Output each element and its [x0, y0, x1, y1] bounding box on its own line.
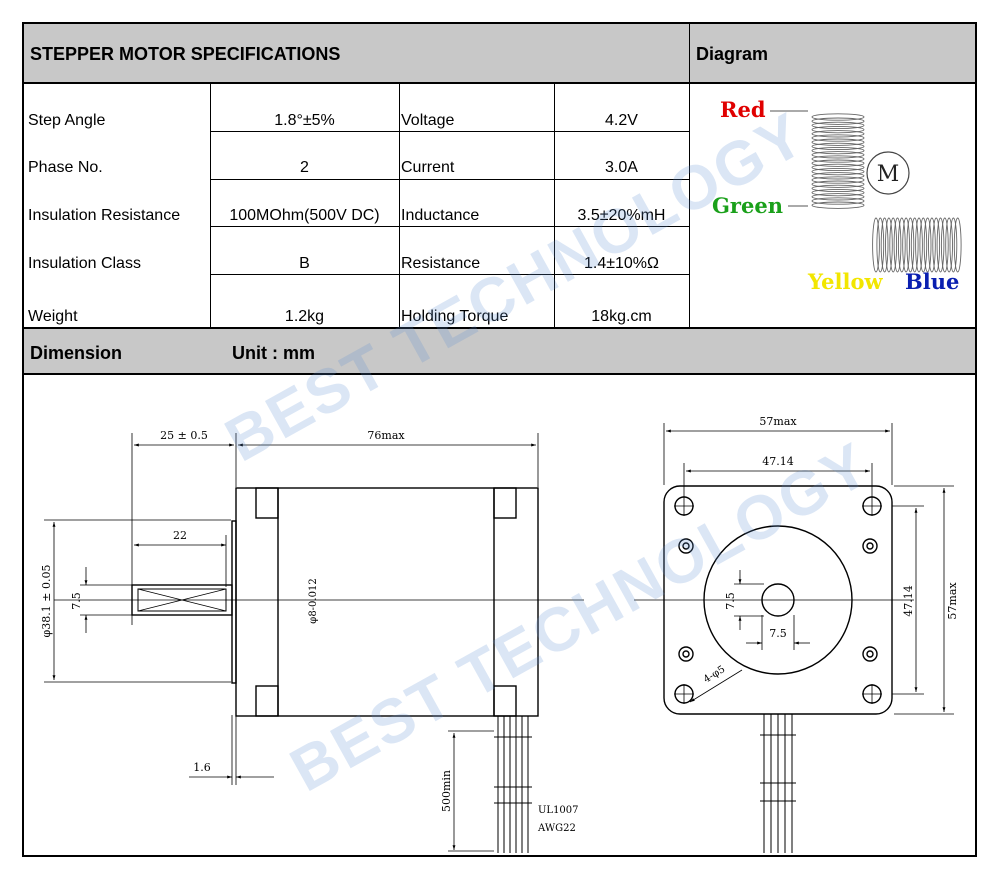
front-v-spacing-dim: 47.14 — [902, 585, 915, 617]
wire-spec-awg: AWG22 — [537, 823, 576, 834]
blue-wire-label: Blue — [905, 269, 959, 294]
pilot-diameter-dim: φ38.1 ± 0.05 — [40, 565, 53, 638]
wiring-diagram: Red Green Yellow Blue M — [712, 97, 962, 294]
insulation-class-label: Insulation Class — [28, 255, 141, 272]
dimension-drawing: 25 ± 0.5 76max 22 φ38.1 ± 0.05 7.5 φ8-0.… — [40, 415, 959, 853]
specs-header: STEPPER MOTOR SPECIFICATIONS — [24, 24, 689, 84]
front-hole-spacing-dim: 47.14 — [762, 455, 794, 468]
phase-value: 2 — [300, 159, 309, 176]
lead-wires-side — [494, 716, 532, 853]
flat-height-dim: 7.5 — [70, 592, 83, 610]
inductance-label: Inductance — [401, 207, 480, 224]
front-flat-h-dim: 7.5 — [769, 627, 787, 640]
dimension-header: Dimension Unit : mm — [24, 327, 975, 375]
current-label: Current — [401, 159, 455, 176]
coil-a — [811, 113, 865, 209]
body-length-dim: 76max — [367, 429, 405, 442]
motor-symbol: M — [877, 162, 900, 187]
wire-spec-ul: UL1007 — [538, 805, 579, 816]
lead-wires-front — [760, 714, 796, 853]
step-angle-value: 1.8°±5% — [274, 112, 335, 129]
insulation-class-value: B — [299, 255, 310, 272]
spec-sheet: STEPPER MOTOR SPECIFICATIONS Diagram Ste… — [22, 22, 977, 857]
weight-value: 1.2kg — [284, 308, 325, 325]
coil-b — [872, 217, 962, 273]
voltage-label: Voltage — [401, 112, 455, 129]
step-angle-label: Step Angle — [28, 112, 106, 129]
front-dimensions — [663, 423, 954, 715]
flange-thickness-dim: 1.6 — [193, 761, 211, 774]
resistance-value: 1.4±10%Ω — [583, 255, 659, 272]
side-dimensions — [44, 433, 539, 852]
diagram-title: Diagram — [696, 44, 769, 64]
motor-symbol-circle — [866, 151, 910, 195]
weight-label: Weight — [28, 308, 78, 325]
lead-length-dim: 500min — [440, 770, 453, 812]
phase-label: Phase No. — [28, 159, 103, 176]
green-wire-label: Green — [712, 193, 783, 218]
insulation-resistance-value: 100MOhm(500V DC) — [229, 207, 380, 224]
dimension-unit: Unit : mm — [232, 343, 315, 363]
yellow-wire-label: Yellow — [807, 269, 883, 294]
front-flat-v-dim: 7.5 — [724, 592, 737, 610]
front-width-dim: 57max — [759, 415, 797, 428]
specs-title: STEPPER MOTOR SPECIFICATIONS — [30, 44, 341, 64]
flat-length-dim: 22 — [173, 529, 187, 542]
holding-torque-label: Holding Torque — [401, 308, 509, 325]
holding-torque-value: 18kg.cm — [591, 308, 652, 325]
current-value: 3.0A — [605, 159, 638, 176]
inductance-value: 3.5±20%mH — [577, 207, 666, 224]
shaft-length-dim: 25 ± 0.5 — [160, 429, 208, 442]
front-height-dim: 57max — [946, 582, 959, 620]
shaft-diameter-dim: φ8-0.012 — [308, 578, 319, 623]
red-wire-label: Red — [720, 97, 766, 122]
mount-holes-dim: 4-φ5 — [702, 664, 727, 686]
insulation-resistance-label: Insulation Resistance — [28, 207, 181, 224]
resistance-label: Resistance — [401, 255, 481, 272]
voltage-value: 4.2V — [605, 112, 638, 129]
diagram-header: Diagram — [689, 24, 975, 84]
dimension-title: Dimension — [30, 343, 123, 363]
